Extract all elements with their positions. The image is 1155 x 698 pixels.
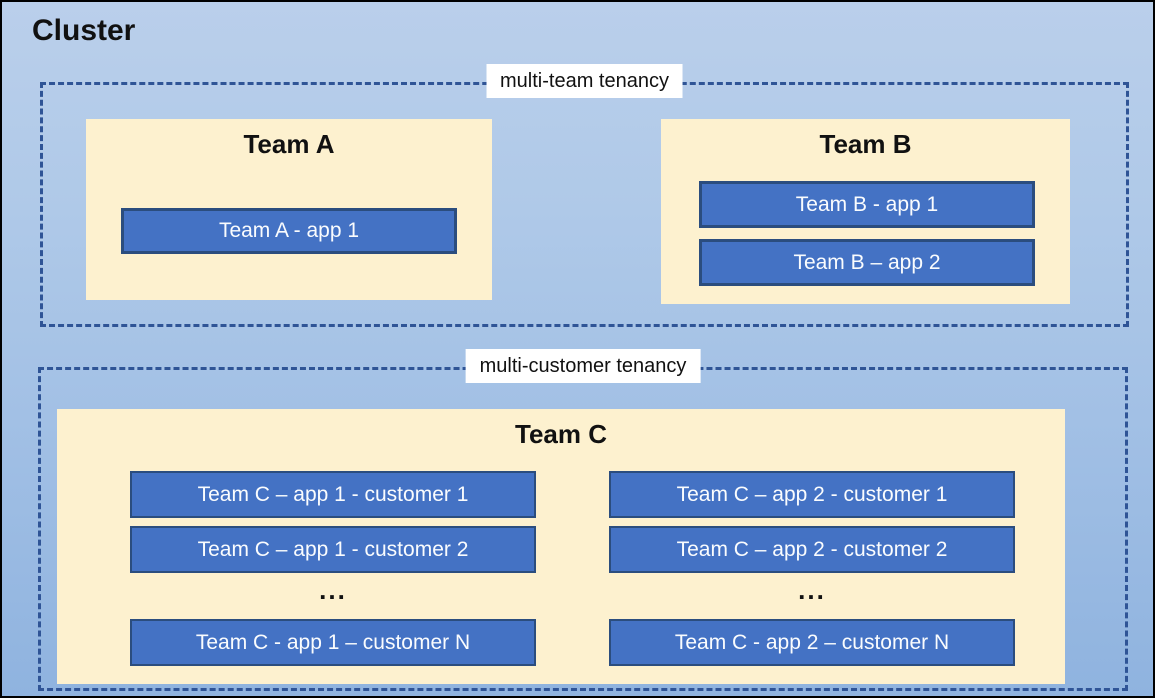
team-c-app2-customer1-box: Team C – app 2 - customer 1: [609, 471, 1015, 518]
team-c-title: Team C: [515, 419, 607, 449]
team-b-panel: Team B Team B - app 1 Team B – app 2: [661, 119, 1070, 304]
multi-team-tenancy-zone: multi-team tenancy Team A Team A - app 1…: [40, 64, 1129, 327]
team-a-app-1-box: Team A - app 1: [121, 208, 457, 254]
multi-team-tenancy-label: multi-team tenancy: [486, 64, 683, 98]
team-c-app2-ellipsis: ...: [798, 575, 826, 605]
team-b-app-1-box: Team B - app 1: [699, 181, 1035, 228]
team-c-app1-customer1-box: Team C – app 1 - customer 1: [130, 471, 536, 518]
team-c-app2-customerN-box: Team C - app 2 – customer N: [609, 619, 1015, 666]
team-b-title: Team B: [819, 129, 912, 159]
team-a-panel: Team A Team A - app 1: [86, 119, 492, 300]
team-c-app1-ellipsis: ...: [319, 575, 347, 605]
team-a-title: Team A: [243, 129, 335, 159]
team-c-app2-customer2-box: Team C – app 2 - customer 2: [609, 526, 1015, 573]
team-c-app-2-column: Team C – app 2 - customer 1 Team C – app…: [609, 471, 1015, 674]
multi-customer-tenancy-label: multi-customer tenancy: [465, 349, 701, 383]
team-c-app1-customerN-box: Team C - app 1 – customer N: [130, 619, 536, 666]
team-b-app-2-box: Team B – app 2: [699, 239, 1035, 286]
team-c-panel: Team C Team C – app 1 - customer 1 Team …: [57, 409, 1065, 684]
team-c-app-1-column: Team C – app 1 - customer 1 Team C – app…: [130, 471, 536, 674]
team-c-app1-customer2-box: Team C – app 1 - customer 2: [130, 526, 536, 573]
multi-customer-tenancy-zone: multi-customer tenancy Team C Team C – a…: [38, 349, 1128, 691]
cluster-title: Cluster: [32, 14, 136, 47]
